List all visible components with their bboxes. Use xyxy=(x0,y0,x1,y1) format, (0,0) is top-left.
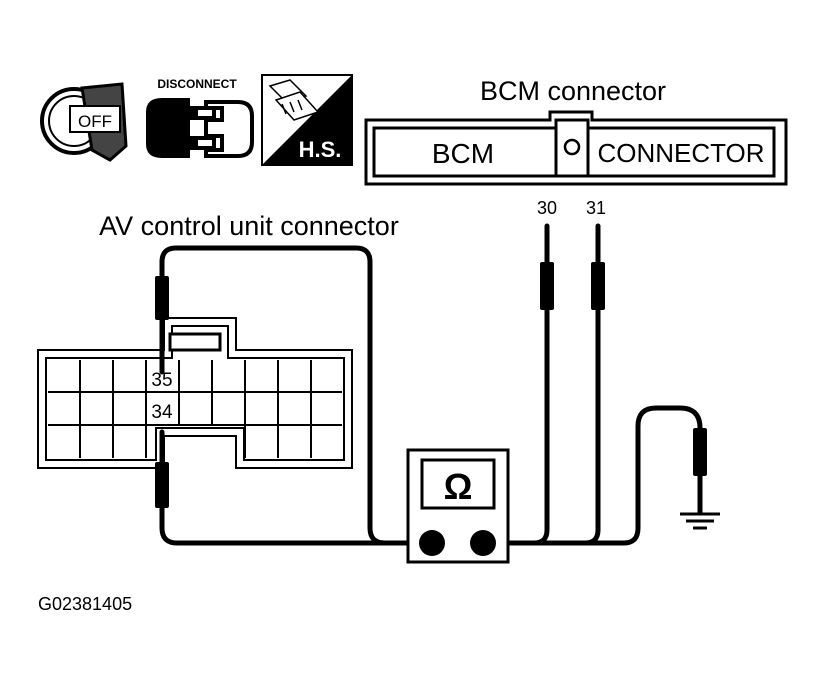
probe-tip-31 xyxy=(591,262,605,310)
pin-grid xyxy=(48,360,342,458)
ignition-off-label: OFF xyxy=(78,112,112,131)
pin-35-label: 35 xyxy=(151,370,172,391)
terminal-31-label: 31 xyxy=(586,198,606,218)
bcm-connector: BCM connector BCM CONNECTOR xyxy=(364,76,788,186)
wire-pin34-to-meter xyxy=(159,429,433,546)
meter-terminal-left xyxy=(419,530,445,556)
probe-tip-bottom xyxy=(155,462,169,508)
ohmmeter: Ω xyxy=(406,448,510,564)
av-control-unit-connector: 35 34 xyxy=(37,317,353,469)
ohm-icon: Ω xyxy=(444,466,473,507)
probe-tip-30 xyxy=(540,262,554,310)
connector-mini-icon xyxy=(268,79,320,121)
figure-id: G02381405 xyxy=(38,594,132,614)
av-connector-title: AV control unit connector xyxy=(99,211,399,241)
disconnect-icon: DISCONNECT xyxy=(146,77,254,158)
wire-pin35-to-meter xyxy=(159,245,433,546)
bcm-side-label: BCM xyxy=(432,138,494,169)
disconnect-label: DISCONNECT xyxy=(157,77,237,91)
pin-34-label: 34 xyxy=(151,402,173,423)
bcm-connector-title: BCM connector xyxy=(480,76,666,106)
ignition-off-icon: OFF xyxy=(40,82,128,162)
ground-icon xyxy=(680,512,720,530)
connector-side-label: CONNECTOR xyxy=(597,138,764,168)
wire-ground xyxy=(481,405,703,546)
wire-terminal-31 xyxy=(544,223,601,546)
probe-tips xyxy=(155,262,707,508)
hs-label: H.S. xyxy=(299,137,342,162)
meter-terminal-right xyxy=(470,530,496,556)
harness-side-icon: H.S. xyxy=(261,74,353,166)
terminal-30-label: 30 xyxy=(537,198,557,218)
probe-tip-ground xyxy=(693,428,707,476)
probe-tip-top xyxy=(155,276,169,320)
wires xyxy=(159,223,703,546)
